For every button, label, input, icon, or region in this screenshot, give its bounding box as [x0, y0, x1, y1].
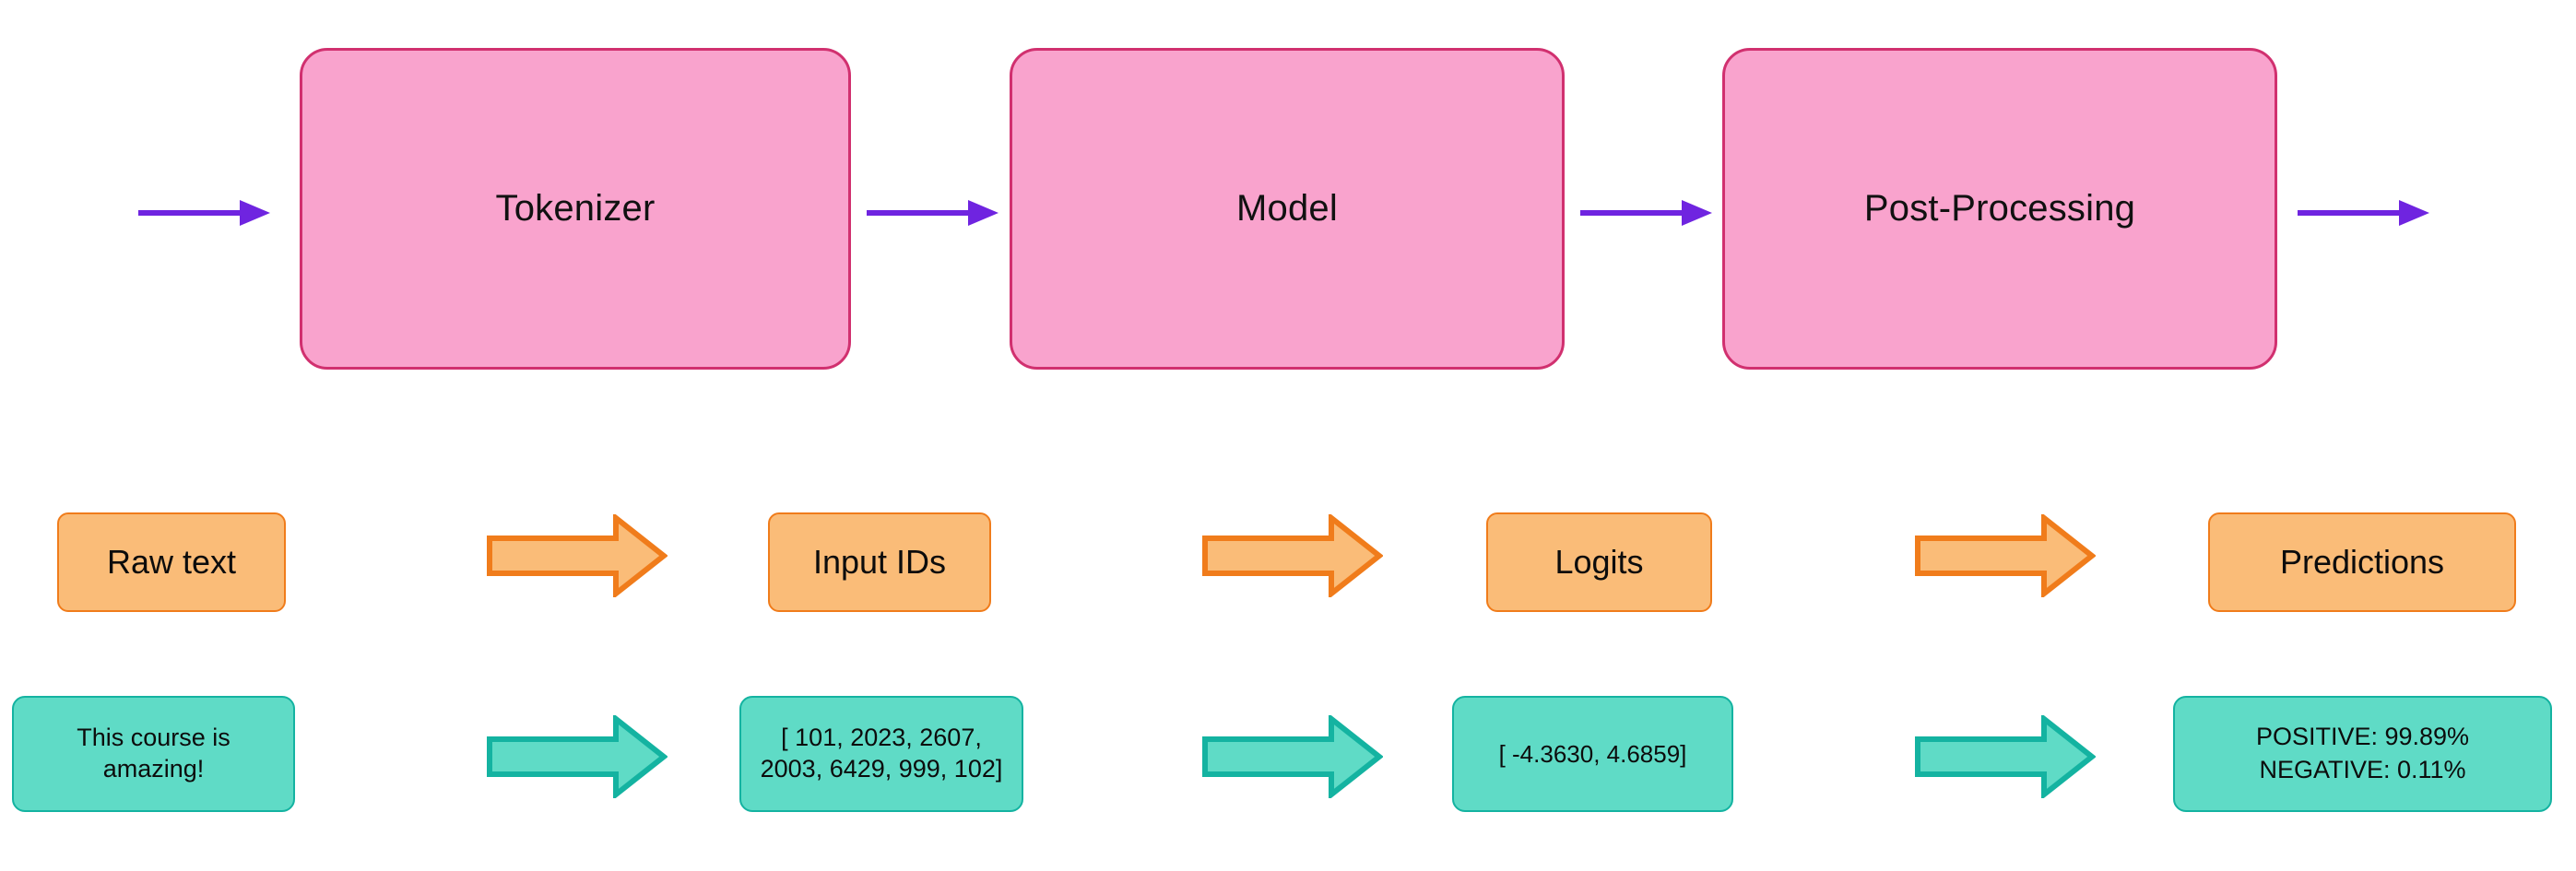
stage-box-post-processing[interactable]: Post-Processing: [1722, 48, 2277, 370]
arrow-out-of-postprocessing-icon: [2298, 200, 2429, 226]
data-label-input-ids-text: Input IDs: [812, 543, 947, 581]
data-label-logits[interactable]: Logits: [1486, 512, 1712, 612]
data-label-raw-text[interactable]: Raw text: [57, 512, 286, 612]
stage-box-tokenizer[interactable]: Tokenizer: [300, 48, 851, 370]
arrow-tokenizer-to-model-icon: [867, 200, 998, 226]
data-value-logits-line-1: [ -4.3630, 4.6859]: [1498, 739, 1687, 768]
stage-box-model[interactable]: Model: [1010, 48, 1565, 370]
data-value-raw-text-line-1: This course is: [77, 724, 230, 752]
stage-label-post-processing: Post-Processing: [1863, 188, 2136, 229]
data-value-predictions-line-2: NEGATIVE: 0.11%: [2259, 756, 2466, 783]
arrow-into-tokenizer-icon: [138, 200, 270, 226]
orange-block-arrow-3-icon: [1915, 514, 2096, 597]
data-value-predictions[interactable]: POSITIVE: 99.89% NEGATIVE: 0.11%: [2173, 696, 2552, 812]
data-value-raw-text-line-2: amazing!: [102, 755, 205, 783]
orange-block-arrow-2-icon: [1202, 514, 1383, 597]
data-label-predictions-text: Predictions: [2279, 543, 2445, 581]
data-value-raw-text[interactable]: This course is amazing!: [12, 696, 295, 812]
data-value-input-ids-line-2: 2003, 6429, 999, 102]: [760, 755, 1003, 783]
data-value-predictions-line-1: POSITIVE: 99.89%: [2255, 723, 2470, 751]
data-label-logits-text: Logits: [1554, 543, 1644, 581]
data-value-logits[interactable]: [ -4.3630, 4.6859]: [1452, 696, 1733, 812]
stage-label-tokenizer: Tokenizer: [495, 188, 656, 229]
stage-label-model: Model: [1236, 188, 1338, 229]
data-label-input-ids[interactable]: Input IDs: [768, 512, 991, 612]
orange-block-arrow-1-icon: [487, 514, 668, 597]
arrow-model-to-postprocessing-icon: [1580, 200, 1712, 226]
data-value-input-ids-line-1: [ 101, 2023, 2607,: [781, 724, 982, 752]
data-label-raw-text-text: Raw text: [106, 543, 237, 581]
data-value-input-ids[interactable]: [ 101, 2023, 2607, 2003, 6429, 999, 102]: [739, 696, 1023, 812]
data-label-predictions[interactable]: Predictions: [2208, 512, 2516, 612]
teal-block-arrow-2-icon: [1202, 715, 1383, 798]
teal-block-arrow-1-icon: [487, 715, 668, 798]
teal-block-arrow-3-icon: [1915, 715, 2096, 798]
